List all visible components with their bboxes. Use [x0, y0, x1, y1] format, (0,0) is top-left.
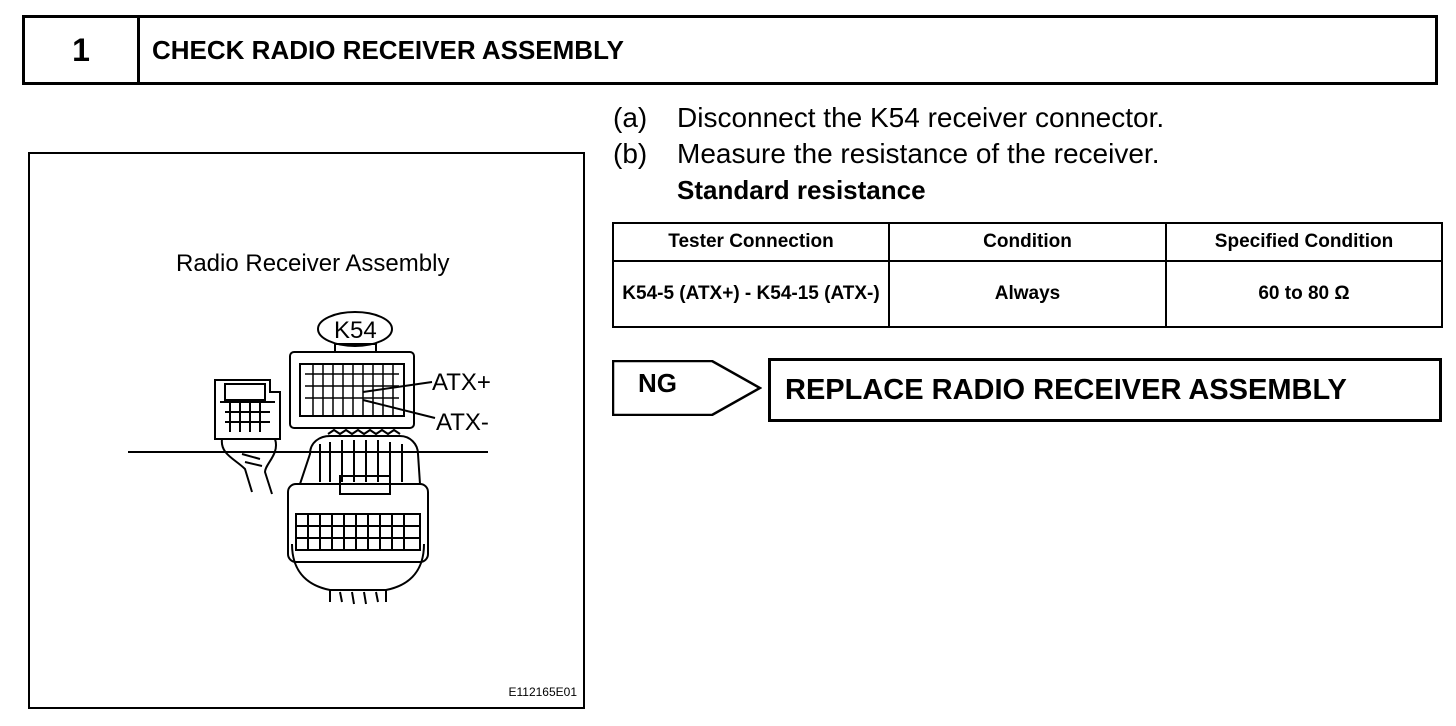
step-title: CHECK RADIO RECEIVER ASSEMBLY [152, 34, 624, 65]
table-header-row: Tester Connection Condition Specified Co… [612, 222, 1443, 262]
result-action: REPLACE RADIO RECEIVER ASSEMBLY [768, 358, 1442, 422]
instruction-key: (a) [613, 102, 648, 133]
instruction-key: (b) [613, 138, 648, 169]
step-number: 1 [25, 18, 140, 82]
table-cell-condition: Always [888, 260, 1167, 328]
receiver-connector-drawing: K54 ATX+ ATX- [128, 311, 491, 605]
table-row: K54-5 (ATX+) - K54-15 (ATX-) Always 60 t… [612, 260, 1443, 328]
connector-callout-oval [317, 311, 393, 347]
column-header: Specified Condition [1165, 222, 1443, 262]
instruction-text: Measure the resistance of the receiver. [677, 138, 1160, 169]
table-cell-specified-condition: 60 to 80 Ω [1165, 260, 1443, 328]
instructions: (a) Disconnect the K54 receiver connecto… [613, 100, 1164, 208]
figure-id: E112165E01 [508, 685, 577, 699]
connector-illustration: Radio Receiver Assembly [28, 152, 585, 709]
table-cell-tester-connection: K54-5 (ATX+) - K54-15 (ATX-) [612, 260, 890, 328]
terminal-minus-label: ATX- [436, 409, 489, 436]
ng-label: NG [638, 368, 677, 398]
connector-label: K54 [334, 317, 377, 344]
ng-arrow-icon [612, 360, 762, 416]
step-header: 1 CHECK RADIO RECEIVER ASSEMBLY [22, 15, 1438, 85]
standard-label: Standard resistance [677, 175, 926, 205]
instruction-text: Disconnect the K54 receiver connector. [677, 102, 1165, 133]
terminal-plus-label: ATX+ [432, 369, 491, 396]
column-header: Tester Connection [612, 222, 890, 262]
resistance-table: Tester Connection Condition Specified Co… [612, 222, 1443, 328]
instruction-item: (b) Measure the resistance of the receiv… [613, 136, 1164, 172]
column-header: Condition [888, 222, 1167, 262]
instruction-item: (a) Disconnect the K54 receiver connecto… [613, 100, 1164, 136]
figure-title: Radio Receiver Assembly [176, 250, 450, 277]
